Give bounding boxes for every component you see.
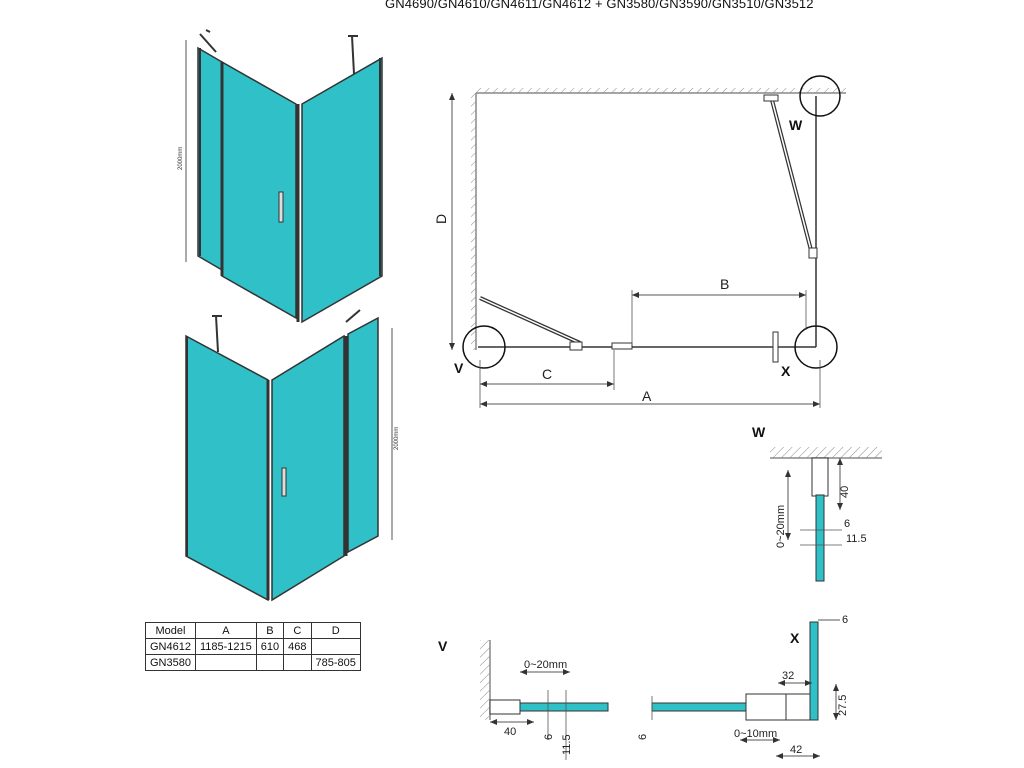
detail-w-dim-range: 0~20mm: [775, 505, 787, 548]
detail-x-dim-32: 32: [782, 670, 794, 682]
detail-w-dim-6: 6: [844, 518, 850, 530]
lower-door-panel: [271, 334, 345, 602]
detail-w: W 40 0~20mm 6 11.5: [752, 424, 882, 582]
upper-door-panel: [221, 60, 297, 320]
lower-door-handle: [281, 467, 287, 497]
plan-circle-v: [462, 325, 506, 369]
detail-w-title: W: [752, 424, 766, 440]
detail-v-title: V: [438, 638, 448, 654]
detail-x-dim-6-left: 6: [637, 734, 649, 740]
table-cell: 610: [255, 638, 285, 655]
table-header-row: Model A B C D: [145, 622, 361, 639]
lower-iso-view: 2000mm: [185, 309, 400, 602]
plan-marker-v: V: [454, 360, 464, 376]
detail-x-dim-range: 0~10mm: [734, 728, 777, 740]
table-cell: GN3580: [145, 654, 196, 671]
table-row: GN4612 1185-1215 610 468: [145, 638, 361, 655]
table-cell: 468: [283, 638, 312, 655]
detail-v: V 0~20mm 40 6 11.5: [438, 638, 609, 760]
detail-x-dim-42: 42: [790, 744, 802, 756]
plan-view: D B C A V W X: [433, 75, 846, 408]
upper-height-label: 2000mm: [178, 147, 184, 170]
plan-marker-x: X: [781, 363, 791, 379]
table-cell: [255, 654, 285, 671]
table-header-cell: D: [310, 622, 361, 639]
detail-v-dim-40: 40: [504, 726, 516, 738]
upper-right-panel: [301, 56, 383, 324]
detail-x-dim-27-5: 27.5: [837, 695, 849, 716]
upper-iso-view: 2000mm: [178, 29, 383, 324]
table-cell: [283, 654, 312, 671]
table-cell: 1185-1215: [194, 638, 257, 655]
table-header-cell: B: [255, 622, 285, 639]
upper-door-handle: [278, 191, 284, 223]
upper-left-panel: [197, 46, 223, 272]
plan-marker-w: W: [789, 117, 803, 133]
plan-label-c: C: [542, 366, 552, 382]
plan-circle-x: [794, 325, 838, 369]
detail-v-dim-range: 0~20mm: [524, 659, 567, 671]
page-title: GN4690/GN4610/GN4611/GN4612 + GN3580/GN3…: [385, 0, 814, 11]
plan-circle-w: [799, 75, 841, 117]
detail-x-title: X: [790, 630, 800, 646]
table-header-cell: Model: [145, 622, 196, 639]
table-row: GN3580 785-805: [145, 654, 361, 671]
lower-right-panel: [347, 316, 379, 554]
detail-v-dim-11-5: 11.5: [561, 734, 573, 755]
detail-x: X 6 32 27.5 6 0~10mm 42: [637, 614, 849, 759]
table-cell: GN4612: [145, 638, 196, 655]
table-header-cell: C: [283, 622, 312, 639]
detail-x-dim-6-top: 6: [842, 614, 848, 626]
table-cell: 785-805: [310, 654, 361, 671]
lower-left-panel: [185, 334, 269, 602]
model-dimension-table: Model A B C D GN4612 1185-1215 610 468 G…: [145, 622, 361, 671]
plan-label-a: A: [642, 388, 652, 404]
table-cell: [310, 638, 361, 655]
lower-height-label: 2000mm: [394, 427, 400, 450]
detail-w-dim-40: 40: [839, 486, 851, 498]
plan-label-b: B: [720, 276, 729, 292]
plan-label-d: D: [433, 214, 449, 224]
detail-w-dim-11-5: 11.5: [846, 533, 867, 545]
detail-v-dim-6: 6: [543, 734, 555, 740]
table-header-cell: A: [194, 622, 257, 639]
table-cell: [194, 654, 257, 671]
